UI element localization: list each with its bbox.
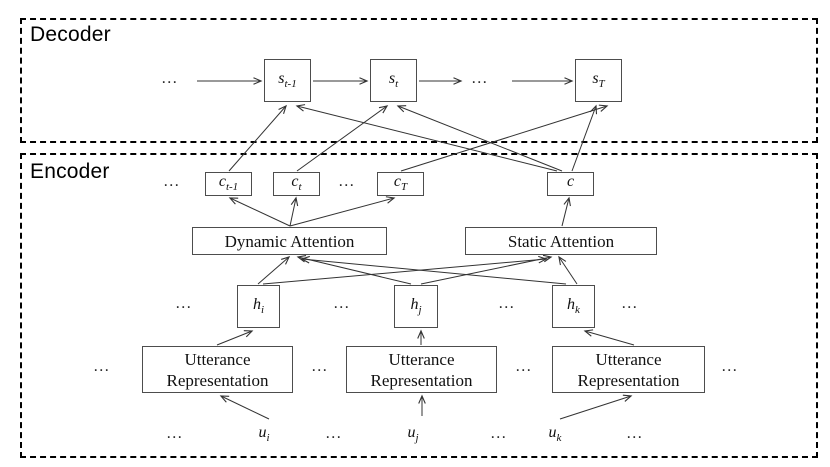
node-h-j-sub: j	[418, 304, 422, 317]
ellipsis-ur-row-4: ...	[721, 358, 739, 375]
encoder-region-label: Encoder	[30, 160, 110, 183]
node-c-t-1: ct-1	[205, 172, 252, 196]
node-c-base: c	[566, 173, 575, 191]
ellipsis-ur-row-1: ...	[93, 358, 111, 375]
node-c-t: ct	[273, 172, 320, 196]
dynamic-attention-block: Dynamic Attention	[192, 227, 387, 255]
utterance-representation-label-j: Utterance Representation	[370, 349, 473, 390]
node-s-t-1: st-1	[264, 59, 311, 102]
decoder-region-frame	[20, 18, 818, 143]
ellipsis-ur-row-3: ...	[515, 358, 533, 375]
ellipsis-c-row-mid: ...	[338, 173, 356, 190]
utterance-representation-label-i: Utterance Representation	[166, 349, 269, 390]
node-h-k-base: h	[567, 295, 576, 313]
utterance-representation-label-k: Utterance Representation	[577, 349, 680, 390]
node-c-t-base: c	[291, 173, 299, 191]
ellipsis-u-row-3: ...	[490, 425, 508, 442]
node-s-t-base: s	[388, 69, 396, 87]
utterance-representation-block-i: Utterance Representation	[142, 346, 293, 393]
ellipsis-h-row-1: ...	[175, 295, 193, 312]
ellipsis-h-row-3: ...	[498, 295, 516, 312]
node-s-T: sT	[575, 59, 622, 102]
node-h-j-base: h	[410, 295, 419, 313]
node-c-T: cT	[377, 172, 424, 196]
dynamic-attention-label: Dynamic Attention	[224, 231, 355, 251]
label-u-k-sub: k	[556, 432, 562, 445]
node-h-i-sub: i	[260, 304, 265, 317]
static-attention-label: Static Attention	[507, 231, 615, 251]
node-s-T-sub: T	[598, 78, 605, 91]
node-s-t: st	[370, 59, 417, 102]
node-h-i-base: h	[252, 295, 261, 313]
ellipsis-u-row-2: ...	[325, 425, 343, 442]
ellipsis-u-row-1: ...	[166, 425, 184, 442]
node-h-k-sub: k	[575, 304, 580, 317]
node-s-t-1-base: s	[278, 69, 285, 87]
node-s-T-base: s	[592, 69, 599, 87]
ellipsis-c-row-left: ...	[163, 173, 181, 190]
utterance-representation-block-k: Utterance Representation	[552, 346, 705, 393]
label-u-j-sub: j	[415, 432, 419, 445]
label-u-i: ui	[258, 424, 269, 444]
node-c-t-sub: t	[298, 181, 302, 194]
label-u-k-base: u	[548, 423, 557, 441]
label-u-j-base: u	[407, 423, 416, 441]
label-u-i-base: u	[258, 423, 267, 441]
node-c: c	[547, 172, 594, 196]
ellipsis-ur-row-2: ...	[311, 358, 329, 375]
utterance-representation-block-j: Utterance Representation	[346, 346, 497, 393]
node-h-j: hj	[394, 285, 438, 328]
node-c-T-sub: T	[400, 181, 408, 194]
label-u-j: uj	[407, 424, 418, 444]
ellipsis-decoder-mid: ...	[471, 70, 489, 87]
node-h-k: hk	[552, 285, 595, 328]
label-u-i-sub: i	[266, 432, 270, 445]
node-c-t-1-base: c	[218, 173, 226, 191]
decoder-region-label: Decoder	[30, 23, 111, 46]
node-h-i: hi	[237, 285, 280, 328]
label-u-k: uk	[549, 424, 562, 444]
node-s-t-sub: t	[395, 78, 399, 91]
ellipsis-h-row-2: ...	[333, 295, 351, 312]
node-c-T-base: c	[393, 173, 401, 191]
ellipsis-decoder-left: ...	[161, 70, 179, 87]
ellipsis-h-row-4: ...	[621, 295, 639, 312]
ellipsis-u-row-4: ...	[626, 425, 644, 442]
static-attention-block: Static Attention	[465, 227, 657, 255]
node-s-t-1-sub: t-1	[284, 78, 297, 91]
node-c-t-1-sub: t-1	[225, 181, 239, 194]
